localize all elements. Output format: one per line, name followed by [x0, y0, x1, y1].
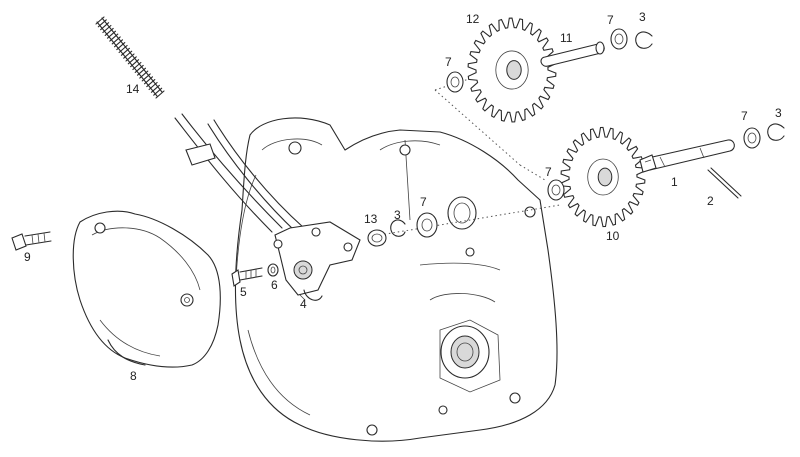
callout-7: 7: [607, 13, 614, 27]
spring-part-14: [95, 16, 165, 99]
callout-3: 3: [639, 10, 646, 24]
callout-3: 3: [775, 106, 782, 120]
callout-10: 10: [606, 229, 620, 243]
callout-14: 14: [126, 82, 140, 96]
callout-8: 8: [130, 369, 137, 383]
callout-12: 12: [466, 12, 480, 26]
callout-2: 2: [707, 194, 714, 208]
sensor-assembly-part-4: [174, 113, 361, 301]
callout-7: 7: [741, 109, 748, 123]
gear-part-12: [467, 17, 557, 123]
crankcase-housing: [234, 117, 558, 442]
callout-13: 13: [364, 212, 378, 226]
gear-part-10: [560, 126, 646, 228]
leader-lines: [299, 294, 306, 301]
callout-3: 3: [394, 208, 401, 222]
pin-part-2: [707, 167, 742, 199]
callout-9: 9: [24, 250, 31, 264]
cover-part-8: [72, 210, 221, 368]
callout-5: 5: [240, 285, 247, 299]
screw-part-5: [231, 267, 263, 287]
callout-7: 7: [545, 165, 552, 179]
washers-and-clips: [367, 28, 785, 247]
callout-labels: 14 12 11 7 3 7 7 3 1 2 7 10 13 3 7 9 5 6…: [24, 10, 782, 383]
callout-11: 11: [560, 31, 573, 45]
callout-7: 7: [445, 55, 452, 69]
callout-7: 7: [420, 195, 427, 209]
pin-part-11: [540, 41, 605, 67]
washer-part-6: [267, 263, 279, 277]
callout-1: 1: [671, 175, 678, 189]
alignment-lines: [379, 76, 561, 236]
bolt-part-9: [11, 231, 52, 251]
callout-4: 4: [300, 297, 307, 311]
shaft-part-1: [639, 139, 735, 173]
callout-6: 6: [271, 278, 278, 292]
